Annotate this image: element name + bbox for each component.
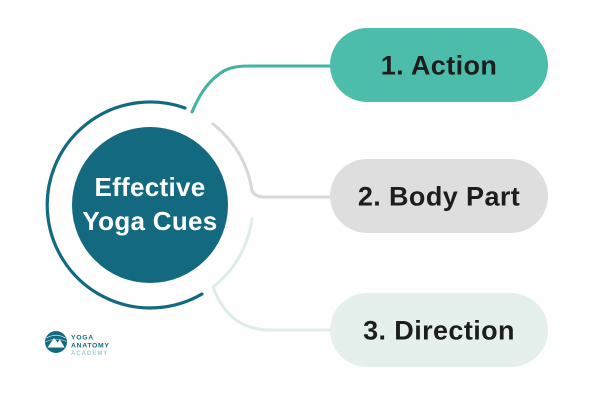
center-node-label-line2: Yoga Cues [82, 206, 217, 236]
connector-body-part [211, 122, 336, 199]
logo-text-yoga: YOGA [71, 335, 94, 342]
yoga-anatomy-logo: YOGA ANATOMY ACADEMY [45, 331, 110, 357]
logo-globe-line [46, 334, 66, 339]
logo-globe-line-2 [45, 338, 67, 343]
center-ring-arc [45, 100, 204, 310]
connector-action [190, 64, 336, 114]
pill-action [330, 28, 548, 102]
logo-text-academy: ACADEMY [71, 351, 108, 357]
pill-action-label: 1. Action [381, 51, 498, 81]
pill-body-part-label: 2. Body Part [358, 182, 520, 212]
pill-body-part [330, 159, 548, 233]
center-node-circle [72, 127, 228, 283]
center-node-label-line1: Effective [94, 172, 205, 202]
logo-text-anatomy: ANATOMY [71, 343, 110, 350]
pill-direction-label: 3. Direction [363, 316, 515, 346]
logo-mountain-icon [47, 338, 65, 348]
connector-direction [211, 217, 336, 332]
pill-direction [330, 293, 548, 367]
